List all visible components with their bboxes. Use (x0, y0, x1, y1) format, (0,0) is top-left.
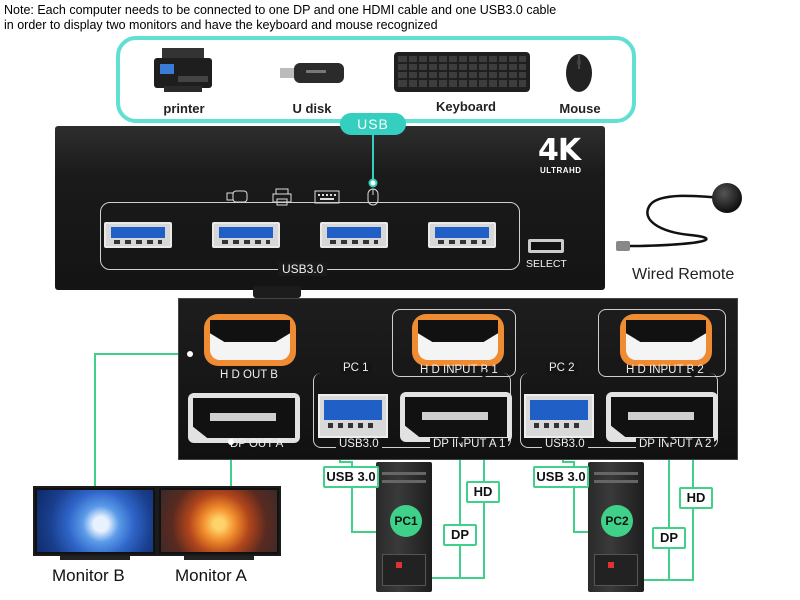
pc1-usb30-label: USB3.0 (336, 438, 382, 450)
pc2-hd-connection-dot (690, 371, 696, 377)
pc1-usb30-port[interactable] (318, 394, 388, 438)
monitor-a-screen (157, 486, 281, 556)
note-line-2: in order to display two monitors and hav… (4, 18, 438, 32)
tag-hd-pc1: HD (466, 481, 500, 503)
hdmi-out-b-port[interactable] (204, 314, 296, 366)
usb30-label: USB3.0 (278, 262, 328, 276)
pc1-label: PC 1 (340, 362, 372, 374)
peripheral-label-u-disk: U disk (292, 101, 332, 116)
pc2-hdmi-frame (598, 309, 726, 377)
tag-usb30-pc1: USB 3.0 (323, 466, 379, 488)
tag-dp-pc2: DP (652, 527, 686, 549)
peripheral-label-mouse: Mouse (559, 101, 601, 116)
peripheral-label-keyboard: Keyboard (436, 99, 496, 114)
pc1-hdmi-frame (392, 309, 516, 377)
dp-out-a-label: DP OUT A (230, 438, 284, 450)
dp-out-a-dot (228, 439, 234, 445)
printer-icon (152, 46, 214, 94)
pc2-usb30-label: USB3.0 (542, 438, 588, 450)
hd-input-b2-label: H D INPUT B 2 (626, 364, 704, 376)
usb-hub-badge: USB (340, 113, 406, 135)
switch-knob[interactable] (253, 286, 301, 298)
note-line-1: Note: Each computer needs to be connecte… (4, 3, 557, 17)
wired-remote-label: Wired Remote (632, 266, 735, 283)
brand-ultrahd-text: ULTRAHD (540, 166, 582, 175)
tag-usb30-pc2: USB 3.0 (533, 466, 589, 488)
usb30-port-1[interactable] (104, 222, 172, 248)
pc2-badge: PC2 (601, 505, 633, 537)
keyboard-icon (394, 52, 530, 92)
dp-input-a1-port[interactable] (400, 392, 512, 442)
hd-out-b-dot (187, 351, 193, 357)
mouse-small-icon (366, 188, 380, 206)
dp-input-a2-label: DP INPUT A 2 (636, 438, 715, 450)
select-label: SELECT (526, 258, 567, 270)
select-port[interactable] (528, 239, 564, 253)
monitor-b-label: Monitor B (52, 566, 125, 585)
usb-disk-icon (280, 60, 346, 86)
hd-out-b-label: H D OUT B (220, 369, 278, 381)
dp-out-a-port[interactable] (188, 393, 300, 443)
pc2-usb-connection-dot (560, 446, 566, 452)
monitor-a-label: Monitor A (175, 566, 247, 585)
pc1-hd-connection-dot (481, 371, 487, 377)
pc1-badge: PC1 (390, 505, 422, 537)
instruction-note: Note: Each computer needs to be connecte… (4, 3, 664, 33)
wired-remote-puck[interactable] (712, 183, 742, 213)
peripheral-label-printer: printer (163, 101, 205, 116)
monitor-b-stand (60, 556, 130, 560)
usb30-port-2[interactable] (212, 222, 280, 248)
pc2-usb30-port[interactable] (524, 394, 594, 438)
dp-input-a1-label: DP INPUT A 1 (430, 438, 509, 450)
pc1-usb-connection-dot (337, 446, 343, 452)
usb30-port-4[interactable] (428, 222, 496, 248)
tag-hd-pc2: HD (679, 487, 713, 509)
hdmi-input-b1-port[interactable] (412, 314, 504, 366)
mouse-icon (564, 52, 594, 94)
tag-dp-pc1: DP (443, 524, 477, 546)
monitor-a-stand (184, 556, 254, 560)
hdmi-input-b2-port[interactable] (620, 314, 712, 366)
pc2-label: PC 2 (546, 362, 578, 374)
brand-4k-logo: 4K (538, 133, 581, 168)
monitor-b-screen (33, 486, 157, 556)
pc2-dp-connection-dot (666, 437, 672, 443)
hd-input-b1-label: H D INPUT B 1 (420, 364, 498, 376)
pc1-dp-connection-dot (457, 437, 463, 443)
remote-plug (616, 241, 630, 251)
keyboard-small-icon (314, 190, 340, 204)
dp-input-a2-port[interactable] (606, 392, 718, 442)
usb30-port-3[interactable] (320, 222, 388, 248)
